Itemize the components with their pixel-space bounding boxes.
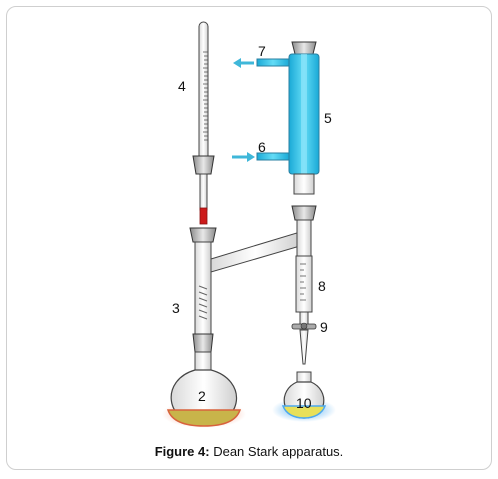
caption-prefix: Figure 4: xyxy=(154,444,210,459)
water-in-arrow xyxy=(232,152,255,162)
water-out-arrow xyxy=(233,58,254,68)
graduated-trap xyxy=(291,205,317,313)
label-thermometer: 4 xyxy=(178,78,186,94)
caption-text: Dean Stark apparatus. xyxy=(209,444,344,459)
connecting-tube xyxy=(210,231,301,273)
stopcock xyxy=(291,311,317,365)
receiver-flask xyxy=(272,371,336,422)
label-receiver-flask: 10 xyxy=(296,395,312,411)
label-column: 3 xyxy=(172,300,180,316)
condenser xyxy=(256,41,320,195)
label-condenser: 5 xyxy=(324,110,332,126)
column xyxy=(189,227,217,353)
label-stopcock: 9 xyxy=(320,319,328,335)
figure-frame xyxy=(6,6,492,470)
label-water-in: 6 xyxy=(258,139,266,155)
figure-caption: Figure 4: Dean Stark apparatus. xyxy=(0,444,498,459)
label-boiling-flask: 2 xyxy=(198,388,206,404)
label-graduated-trap: 8 xyxy=(318,278,326,294)
thermometer xyxy=(192,21,215,225)
boiling-flask xyxy=(162,351,246,428)
label-water-out: 7 xyxy=(258,43,266,59)
